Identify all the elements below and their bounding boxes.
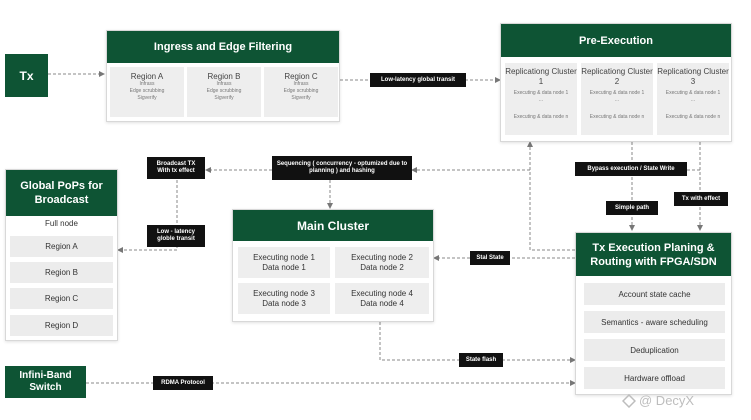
pre-execution-panel: Pre-Execution Replicationg Cluster 1 Exe…: [500, 23, 732, 142]
replication-cluster-3: Replicationg Cluster 3 Executing & data …: [657, 63, 729, 135]
region-line: Sigverify: [291, 95, 311, 101]
replication-cluster-2: Replicationg Cluster 2 Executing & data …: [581, 63, 653, 135]
data-node: Data node 1: [262, 262, 306, 272]
cluster-name: Replicationg Cluster 3: [657, 67, 729, 86]
replication-cluster-1: Replicationg Cluster 1 Executing & data …: [505, 63, 577, 135]
arrow-main-to-exec-flash: [379, 322, 576, 363]
region-line: Infrass: [293, 81, 309, 87]
cluster-node-first: Executing & data node 1: [589, 90, 645, 96]
ingress-title: Ingress and Edge Filtering: [107, 31, 339, 63]
low-latency-label: Low - latency globle transit: [147, 225, 205, 247]
pops-region-d: Region D: [10, 315, 113, 336]
region-line: Infrass: [216, 81, 232, 87]
data-node: Data node 4: [360, 298, 404, 308]
watermark-logo-icon: [622, 393, 636, 408]
sequencing-label: Sequencing ( concurrency - optumized due…: [272, 156, 412, 180]
executing-node: Executing node 4: [351, 288, 413, 298]
cluster-node-1: Executing node 1 Data node 1: [238, 247, 330, 278]
broadcast-label: Broadcast TX With tx effect: [147, 157, 205, 179]
stal-state-label: Stal State: [470, 251, 510, 265]
rdma-label: RDMA Protocol: [153, 376, 213, 390]
tx-effect-label: Tx with effect: [674, 192, 728, 206]
data-node: Data node 2: [360, 262, 404, 272]
arrow-exec-to-pre: [527, 141, 575, 251]
bypass-label: Bypass execution / State Write: [575, 162, 687, 176]
region-line: Sigverify: [137, 95, 157, 101]
region-name: Region C: [284, 72, 318, 81]
region-line: Edge scrubbing: [206, 88, 242, 94]
region-line: Edge scrubbing: [129, 88, 165, 94]
main-cluster-panel: Main Cluster Executing node 1 Data node …: [232, 209, 434, 322]
hardware-offload: Hardware offload: [584, 367, 725, 389]
pre-execution-title: Pre-Execution: [501, 24, 731, 57]
cluster-node-first: Executing & data node 1: [665, 90, 721, 96]
ingress-panel: Ingress and Edge Filtering Region A Infr…: [106, 30, 340, 122]
tx-execution-panel: Tx Execution Planing & Routing with FPGA…: [575, 232, 732, 395]
cluster-node-3: Executing node 3 Data node 3: [238, 283, 330, 314]
deduplication: Deduplication: [584, 339, 725, 361]
region-line: Infrass: [139, 81, 155, 87]
region-line: Sigverify: [214, 95, 234, 101]
pops-region-a: Region A: [10, 236, 113, 257]
semantics-aware-scheduling: Semantics - aware scheduling: [584, 311, 725, 333]
tx-box: Tx: [5, 54, 48, 97]
ingress-region-a: Region A Infrass Edge scrubbing Sigverif…: [110, 67, 184, 117]
cluster-node-2: Executing node 2 Data node 2: [335, 247, 429, 278]
main-cluster-title: Main Cluster: [233, 210, 433, 241]
cluster-node-4: Executing node 4 Data node 4: [335, 283, 429, 314]
account-state-cache: Account state cache: [584, 283, 725, 305]
state-flash-label: State flash: [459, 353, 503, 367]
region-name: Region A: [130, 72, 164, 81]
transit-label: Low-latency global transit: [370, 73, 466, 87]
full-node-label: Full node: [45, 219, 78, 228]
executing-node: Executing node 3: [253, 288, 315, 298]
arrow-broadcast-to-pops: [117, 180, 178, 253]
cluster-ellipsis: ...: [614, 97, 620, 103]
cluster-node-first: Executing & data node 1: [513, 90, 569, 96]
cluster-node-last: Executing & data node n: [665, 114, 721, 120]
ingress-region-c: Region C Infrass Edge scrubbing Sigverif…: [264, 67, 338, 117]
cluster-node-last: Executing & data node n: [513, 114, 569, 120]
simple-path-label: Simple path: [606, 201, 658, 215]
executing-node: Executing node 2: [351, 252, 413, 262]
tx-execution-title: Tx Execution Planing & Routing with FPGA…: [576, 233, 731, 276]
ingress-region-b: Region B Infrass Edge scrubbing Sigverif…: [187, 67, 261, 117]
executing-node: Executing node 1: [253, 252, 315, 262]
cluster-ellipsis: ...: [538, 97, 544, 103]
cluster-name: Replicationg Cluster 2: [581, 67, 653, 86]
infiniband-switch: Infini-Band Switch: [5, 366, 86, 398]
global-pops-title: Global PoPs for Broadcast: [6, 170, 117, 216]
global-pops-panel: Global PoPs for Broadcast Full node Regi…: [5, 169, 118, 341]
pops-region-c: Region C: [10, 288, 113, 309]
watermark: @ DecyX: [622, 393, 694, 408]
data-node: Data node 3: [262, 298, 306, 308]
pops-region-b: Region B: [10, 262, 113, 283]
region-line: Edge scrubbing: [283, 88, 319, 94]
cluster-node-last: Executing & data node n: [589, 114, 645, 120]
cluster-name: Replicationg Cluster 1: [505, 67, 577, 86]
region-name: Region B: [207, 72, 241, 81]
cluster-ellipsis: ...: [690, 97, 696, 103]
watermark-text: @ DecyX: [639, 393, 695, 408]
